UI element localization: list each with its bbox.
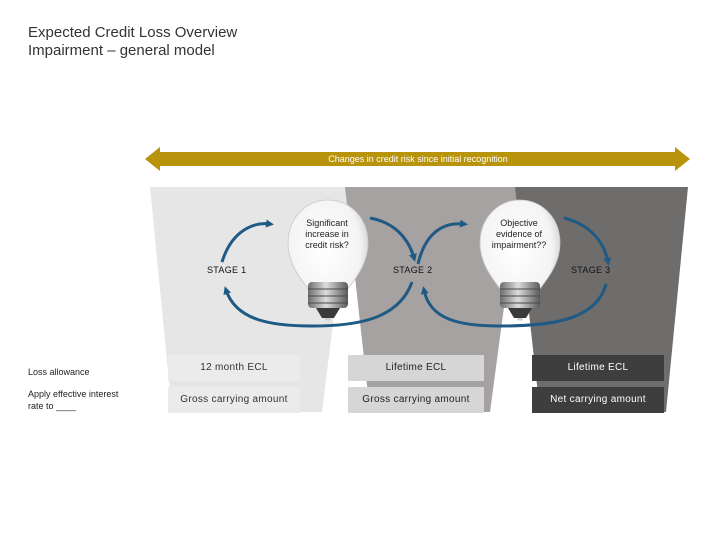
question-significant-increase: Significant increase in credit risk? bbox=[290, 218, 364, 251]
question-line: Significant bbox=[306, 218, 348, 228]
row-label-line: Apply effective interest bbox=[28, 389, 119, 399]
question-line: increase in bbox=[305, 229, 349, 239]
question-objective-evidence: Objective evidence of impairment?? bbox=[482, 218, 556, 251]
stage-1-interest-cell: Gross carrying amount bbox=[168, 387, 300, 413]
title-line-2: Impairment – general model bbox=[28, 42, 215, 59]
curved-arrow-icon bbox=[369, 216, 417, 262]
stage-3-loss-allowance-cell: Lifetime ECL bbox=[532, 355, 664, 381]
return-arrow-icon bbox=[420, 283, 608, 328]
curved-arrow-icon bbox=[563, 216, 612, 266]
stage-3-interest-cell: Net carrying amount bbox=[532, 387, 664, 413]
curved-arrow-icon bbox=[416, 219, 468, 265]
page-title: Expected Credit Loss Overview Impairment… bbox=[28, 24, 237, 60]
banner-arrow bbox=[145, 147, 690, 171]
lightbulb-icon bbox=[287, 199, 369, 321]
title-line-1: Expected Credit Loss Overview bbox=[28, 24, 238, 41]
row-label-line: rate to ____ bbox=[28, 401, 77, 411]
stage-2-loss-allowance-cell: Lifetime ECL bbox=[348, 355, 484, 381]
question-line: impairment?? bbox=[491, 240, 547, 250]
stage-3-label: STAGE 3 bbox=[571, 265, 611, 275]
stage-2-interest-cell: Gross carrying amount bbox=[348, 387, 484, 413]
stage-1-loss-allowance-cell: 12 month ECL bbox=[168, 355, 300, 381]
stage-1-label: STAGE 1 bbox=[207, 265, 247, 275]
lightbulb-icon bbox=[479, 199, 561, 321]
stage-2-label: STAGE 2 bbox=[393, 265, 433, 275]
curved-arrow-icon bbox=[220, 219, 274, 263]
question-line: credit risk? bbox=[305, 240, 349, 250]
question-line: Objective bbox=[500, 218, 538, 228]
row-label-loss-allowance: Loss allowance bbox=[28, 367, 90, 377]
banner-text: Changes in credit risk since initial rec… bbox=[328, 154, 508, 164]
return-arrow-icon bbox=[223, 281, 414, 328]
question-line: evidence of bbox=[495, 229, 543, 239]
row-label-effective-interest: Apply effective interest rate to ____ bbox=[28, 388, 118, 412]
